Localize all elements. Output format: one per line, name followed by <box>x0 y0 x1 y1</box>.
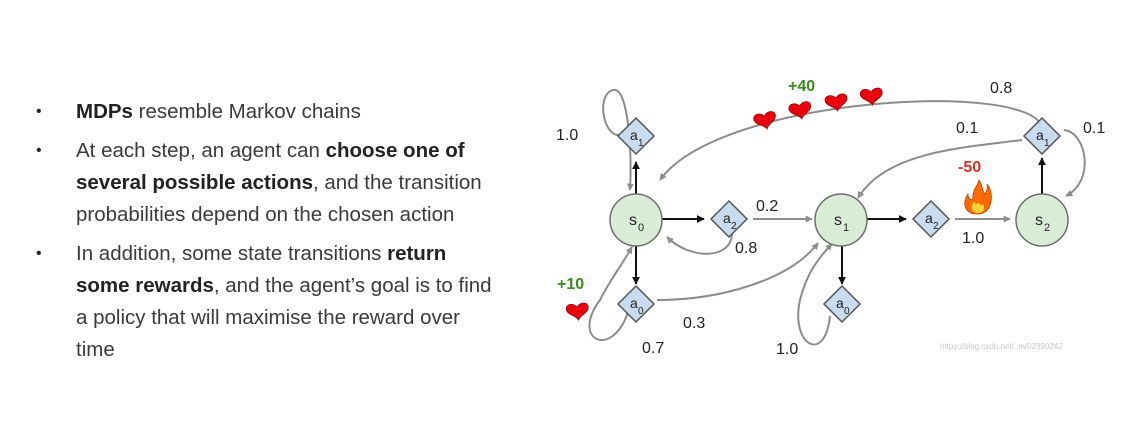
edge-a1-s2 <box>1063 129 1086 197</box>
edge-a2-s0 <box>666 232 733 255</box>
prob-s0-a0-s0: 0.7 <box>642 340 664 357</box>
bullet-marker: • <box>36 245 42 262</box>
heart-icon <box>787 100 814 122</box>
action-s0-a0: a 0 <box>616 284 656 324</box>
action-s2-a1: a 1 <box>1022 116 1062 156</box>
state-s0: s 0 <box>609 193 663 247</box>
reward-plus10: +10 <box>557 276 584 293</box>
bullet-item: • At each step, an agent can choose one o… <box>32 135 502 231</box>
edge-a1-s1 <box>857 139 1023 199</box>
edge-a1-s0 <box>602 89 634 191</box>
bullet-item: • In addition, some state transitions ret… <box>32 238 502 366</box>
edge-a1-s0-long <box>659 100 1043 181</box>
state-s2-label: s <box>1035 212 1043 229</box>
bullet-emphasis: choose one of several possible actions <box>76 139 465 194</box>
svg-text:1: 1 <box>638 138 644 149</box>
prob-s0-a1-s0: 1.0 <box>556 127 578 144</box>
svg-text:a: a <box>925 210 933 226</box>
bullet-emphasis: return some rewards <box>76 242 447 297</box>
state-s2: s 2 <box>1015 193 1069 247</box>
prob-s1-a0-s1: 1.0 <box>776 341 798 358</box>
prob-s0-a2-s0: 0.8 <box>735 240 757 257</box>
bullet-text-part: , and the transition probabilities depen… <box>76 171 482 226</box>
bullet-item: • MDPs resemble Markov chains <box>32 96 502 128</box>
state-s0-sub: 0 <box>638 222 644 234</box>
prob-s2-a1-s1: 0.1 <box>956 120 978 137</box>
bullet-emphasis: MDPs <box>76 100 133 123</box>
bullet-marker: • <box>36 142 42 159</box>
bullet-text: In addition, some state transitions retu… <box>76 238 502 366</box>
bullet-text-part: In addition, some state transitions <box>76 242 388 265</box>
svg-text:0: 0 <box>844 306 850 317</box>
reward-plus40: +40 <box>788 78 815 95</box>
fire-icon <box>964 178 992 215</box>
svg-text:a: a <box>836 295 844 311</box>
svg-text:2: 2 <box>933 221 939 232</box>
reward-minus50: -50 <box>958 159 981 176</box>
prob-s0-a2-s1: 0.2 <box>756 198 778 215</box>
action-s1-a2: a 2 <box>911 199 951 239</box>
svg-text:a: a <box>630 295 638 311</box>
bullet-marker: • <box>36 103 42 120</box>
bullet-text-part: resemble Markov chains <box>132 100 361 123</box>
bullet-list: • MDPs resemble Markov chains • At each ste… <box>32 96 502 373</box>
state-s1-label: s <box>834 212 842 229</box>
svg-text:a: a <box>1036 127 1044 143</box>
svg-text:0: 0 <box>638 306 644 317</box>
svg-text:a: a <box>630 127 638 143</box>
state-s1-sub: 1 <box>843 222 849 234</box>
edge-a0-s1 <box>656 242 819 301</box>
prob-s0-a0-s1: 0.3 <box>683 315 705 332</box>
heart-icon <box>565 302 590 322</box>
bullet-text: At each step, an agent can choose one of… <box>76 135 502 231</box>
state-s1: s 1 <box>814 193 868 247</box>
bullet-text: MDPs resemble Markov chains <box>76 96 361 128</box>
bullet-text-part: , and the agent’s goal is to find a poli… <box>76 274 492 361</box>
edge-a0-s0 <box>588 246 633 341</box>
prob-s2-a1-s0: 0.8 <box>990 80 1012 97</box>
action-s1-a0: a 0 <box>822 284 862 324</box>
state-s0-label: s <box>629 212 637 229</box>
prob-s1-a2-s2: 1.0 <box>962 230 984 247</box>
bullet-text-part: At each step, an agent can <box>76 139 326 162</box>
svg-text:1: 1 <box>1044 138 1050 149</box>
action-s0-a1: a 1 <box>616 116 656 156</box>
action-s0-a2: a 2 <box>709 199 749 239</box>
watermark: https://blog.csdn.net/..m/02390242 <box>940 342 1063 351</box>
svg-text:2: 2 <box>731 221 737 232</box>
state-s2-sub: 2 <box>1044 222 1050 234</box>
prob-s2-a1-s2: 0.1 <box>1083 120 1105 137</box>
svg-text:a: a <box>723 210 731 226</box>
edge-s1a0-s1 <box>797 243 833 346</box>
